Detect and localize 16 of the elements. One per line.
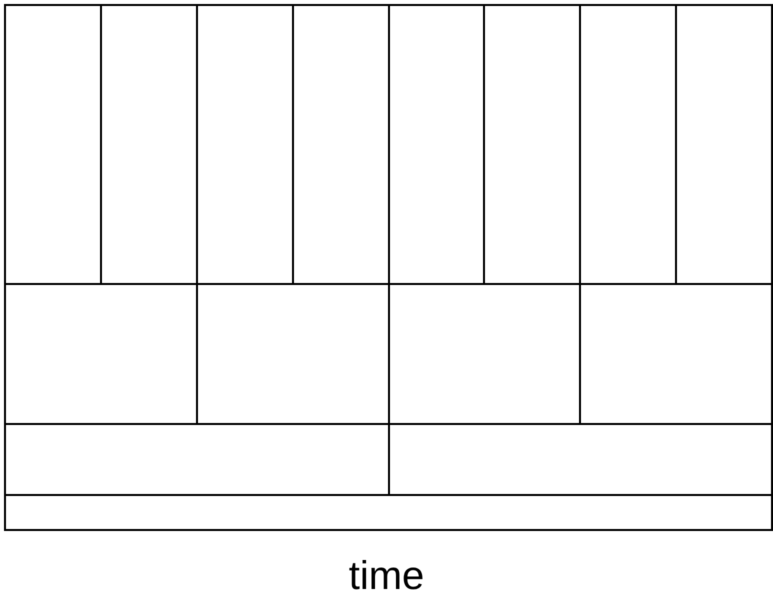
empty-box	[196, 4, 292, 283]
axis-label: time	[348, 556, 424, 596]
empty-box	[388, 283, 580, 423]
empty-box	[483, 4, 580, 283]
empty-box	[579, 4, 676, 283]
empty-box	[4, 494, 773, 531]
empty-box	[579, 283, 773, 423]
empty-box	[388, 4, 484, 283]
empty-box	[292, 4, 388, 283]
empty-box	[675, 4, 773, 283]
empty-box	[100, 4, 196, 283]
empty-box	[4, 283, 196, 423]
empty-box	[388, 423, 773, 494]
empty-box	[196, 283, 388, 423]
empty-box	[4, 4, 100, 283]
empty-box	[4, 423, 388, 494]
